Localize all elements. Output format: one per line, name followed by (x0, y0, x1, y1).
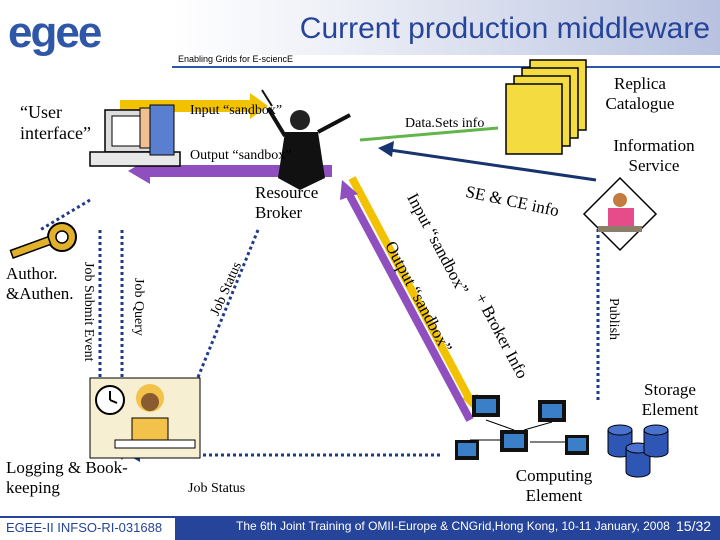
logging-label: Logging & Book-keeping (6, 458, 128, 497)
header-gradient (170, 0, 720, 55)
author-label: Author. &Authen. (6, 264, 74, 303)
tagline: Enabling Grids for E-sciencE (178, 54, 294, 64)
input-sandbox-arrow (120, 93, 268, 119)
footer-left-box (0, 516, 175, 540)
datasets-info-label: Data.Sets info (405, 116, 485, 131)
datasets-info-arrow (359, 126, 499, 142)
information-service-label: Information Service (613, 136, 695, 175)
disk-cylinders-icon (607, 424, 669, 478)
job-status-rb-arrow (190, 229, 260, 393)
key-icon (9, 222, 77, 259)
resource-broker-label: Resource Broker (255, 183, 319, 222)
cluster-icon (455, 395, 589, 460)
input-sandbox-ce-arrow (348, 176, 474, 402)
output-sandbox-label: Output “sandbox” (190, 148, 292, 163)
egee-logo: egee (8, 8, 102, 57)
conductor-icon (261, 89, 351, 190)
output-sandbox-arrow (128, 158, 332, 184)
output-sandbox-ce-arrow (346, 194, 474, 422)
job-query-label: Job Query (131, 278, 146, 336)
user-interface-label: “User interface” (20, 102, 91, 143)
storage-element-label: Storage Element (641, 380, 699, 419)
job-status-label: Job Status (188, 481, 246, 496)
header-rule (172, 66, 720, 68)
computer-icon (89, 104, 181, 167)
project-code: EGEE-II INFSO-RI-031688 (6, 520, 163, 535)
publish-label: Publish (606, 298, 621, 341)
person-at-desk-icon (89, 377, 201, 459)
computing-element-label: Computing Element (515, 466, 593, 505)
event-title: The 6th Joint Training of OMII-Europe & … (236, 519, 670, 533)
page-number: 15/32 (676, 518, 712, 534)
stack-of-pages-icon (505, 59, 587, 155)
se-ce-info-arrow (389, 148, 597, 182)
job-submit-event-label: Job Submit Event (81, 262, 96, 362)
replica-catalogue-label: Replica Catalogue (605, 74, 675, 113)
information-service-icon (582, 176, 658, 252)
page-title: Current production middleware (299, 12, 710, 45)
input-sandbox-label: Input “sandbox” (190, 103, 283, 118)
author-arrow (39, 198, 91, 232)
